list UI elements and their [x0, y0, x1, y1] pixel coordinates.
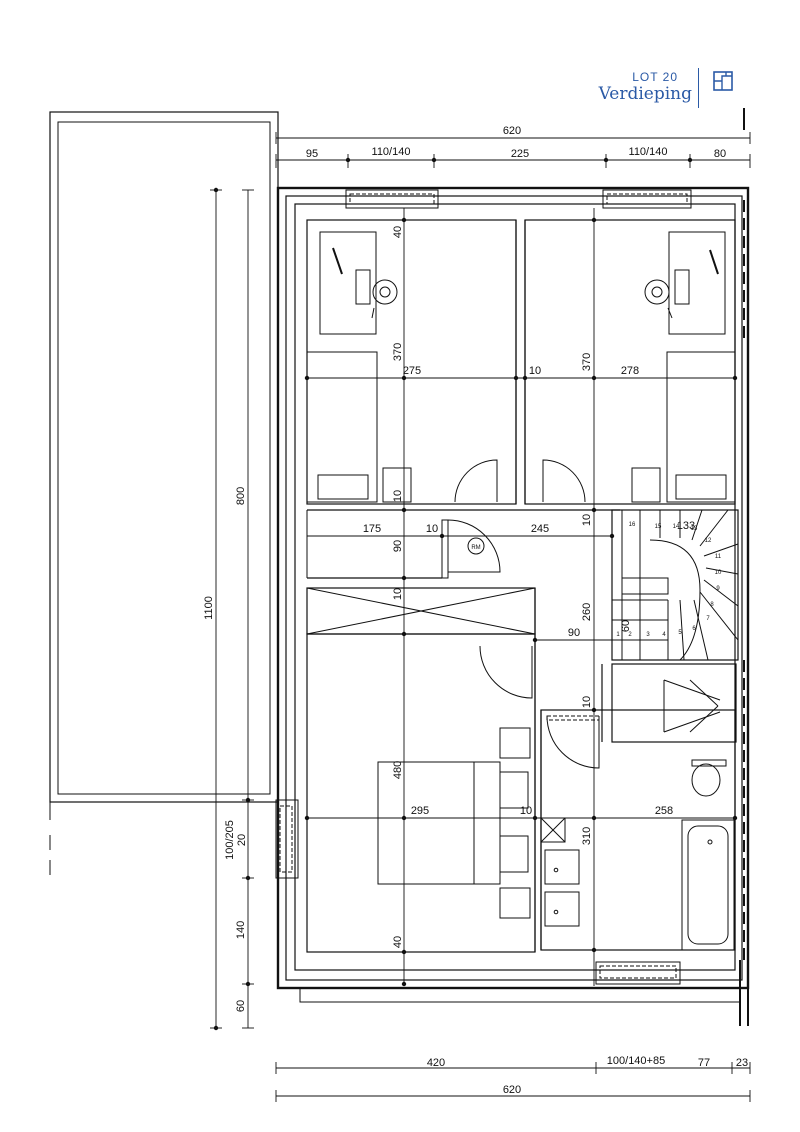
dim-60-stair: 60	[620, 620, 632, 632]
wc	[611, 663, 737, 743]
dim-480: 480	[392, 761, 404, 779]
dim-10-d: 10	[392, 588, 404, 600]
window-bottom	[595, 961, 681, 985]
dim-278: 278	[621, 365, 639, 377]
dim-10-f: 10	[520, 805, 532, 817]
dim-133: 133	[677, 520, 695, 532]
window-top-left	[345, 189, 439, 209]
dim-bottom-window: 100/140+85	[607, 1055, 665, 1067]
dim-10-mid: 10	[529, 365, 541, 377]
bedroom-1	[306, 219, 517, 505]
dim-top-95: 95	[306, 148, 318, 160]
dim-258: 258	[655, 805, 673, 817]
dimension-lines	[210, 132, 751, 1102]
stair-step-number: 10	[715, 570, 722, 576]
stair-step-number: 3	[646, 632, 650, 638]
dim-40-top: 40	[392, 226, 404, 238]
dim-left-total: 1100	[203, 596, 215, 620]
stair-step-number: 11	[715, 554, 722, 560]
stair-step-number: 2	[628, 632, 632, 638]
dim-left-60: 60	[235, 1000, 247, 1012]
bathroom	[540, 709, 736, 951]
bedroom-2	[524, 219, 736, 505]
stair-step-number: 5	[678, 630, 682, 636]
stair-step-number: 8	[710, 602, 714, 608]
stair-step-number: 7	[706, 616, 710, 622]
stair-step-number: 4	[662, 632, 666, 638]
dim-bottom-23: 23	[736, 1057, 748, 1069]
stair-step-number: 12	[705, 538, 712, 544]
dim-left-800: 800	[235, 487, 247, 505]
dim-top-window-right: 110/140	[629, 146, 668, 158]
bedroom-3	[306, 588, 536, 953]
dim-top-total: 620	[503, 125, 521, 137]
dim-295: 295	[411, 805, 429, 817]
dim-left-window: 100/205	[224, 820, 236, 860]
partitions	[515, 220, 603, 952]
stair-step-number: 1	[616, 632, 620, 638]
dim-top-80: 80	[714, 148, 726, 160]
dim-10-e: 10	[581, 696, 593, 708]
dim-370-left: 370	[392, 343, 404, 361]
stair-step-number: 16	[629, 522, 636, 528]
dim-bottom-420: 420	[427, 1057, 445, 1069]
dim-260: 260	[581, 603, 593, 621]
lot-label: LOT 20	[632, 70, 678, 84]
dim-175: 175	[363, 523, 381, 535]
dim-top-225: 225	[511, 148, 529, 160]
dim-left-20: 20	[236, 834, 248, 846]
stair-step-number: 13	[691, 526, 698, 532]
floor-title: Verdieping	[598, 84, 692, 104]
rm-label: RM	[471, 545, 480, 551]
stair-step-number: 9	[716, 586, 720, 592]
dim-245: 245	[531, 523, 549, 535]
dim-top-window-left: 110/140	[372, 146, 411, 158]
dim-370-right: 370	[581, 353, 593, 371]
staircase	[611, 509, 739, 661]
stair-step-number: 14	[673, 524, 680, 530]
dim-10-c: 10	[426, 523, 438, 535]
dim-left-140: 140	[235, 921, 247, 939]
dim-90-left: 90	[392, 540, 404, 552]
dimension-labels: 620 95 110/140 225 110/140 80 1100 800 1…	[203, 125, 748, 1096]
dim-10-a: 10	[392, 490, 404, 502]
dim-bottom-77: 77	[698, 1057, 710, 1069]
header-separator	[698, 68, 699, 108]
dim-310: 310	[581, 827, 593, 845]
hallway	[306, 509, 620, 579]
dim-275: 275	[403, 365, 421, 377]
dim-bottom-total: 620	[503, 1084, 521, 1096]
dimension-nodes	[213, 157, 738, 1031]
stair-step-number: 15	[655, 524, 662, 530]
dim-40-bottom: 40	[392, 936, 404, 948]
window-top-right	[602, 189, 692, 209]
dim-10-b: 10	[581, 514, 593, 526]
exterior-walls	[276, 186, 750, 1026]
storage	[306, 587, 536, 635]
floorplan-icon	[713, 71, 733, 91]
dim-90-right: 90	[568, 627, 580, 639]
window-left	[275, 799, 299, 879]
stair-step-number: 6	[692, 626, 696, 632]
